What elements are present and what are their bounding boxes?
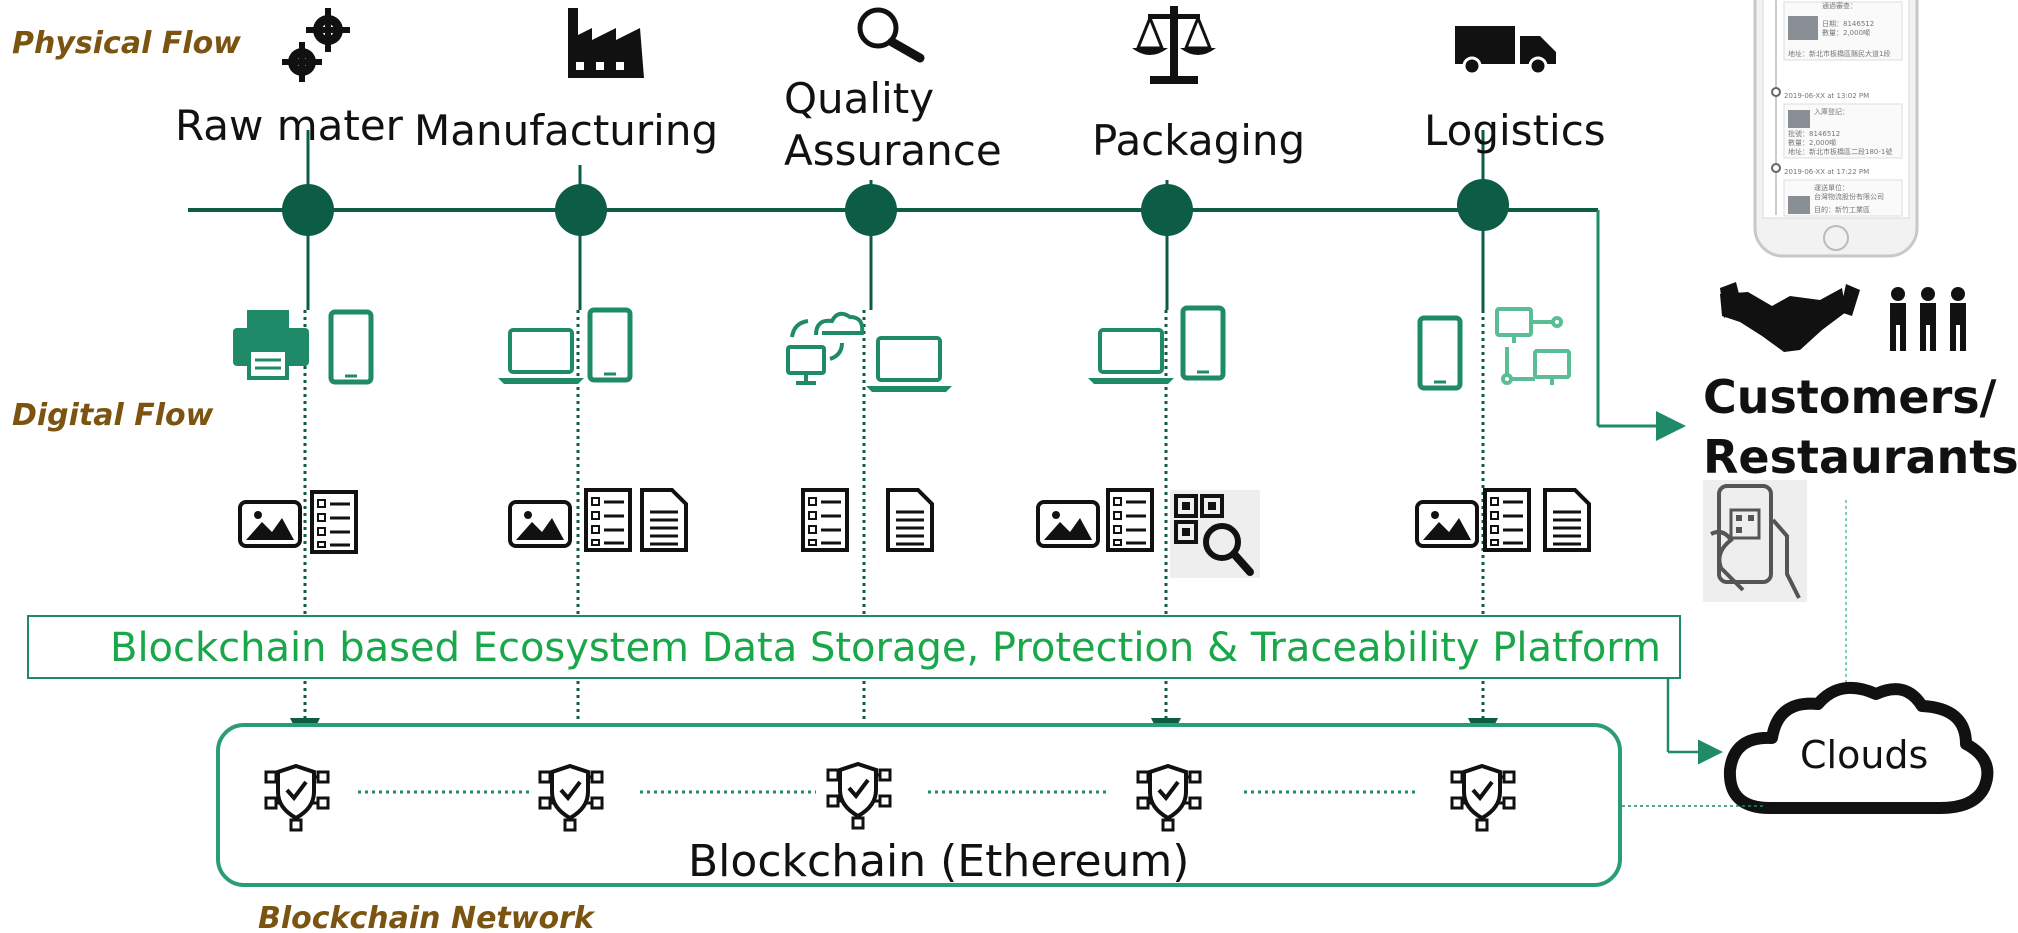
image-icon	[508, 500, 572, 548]
phone-entry-text: 地址：新北市板橋區縣民大道1段	[1788, 49, 1890, 58]
stage-node	[845, 184, 897, 236]
image-icon	[238, 500, 302, 548]
phone-entry-date: 2019-06-XX at 13:02 PM	[1784, 92, 1869, 100]
clouds-label: Clouds	[1800, 733, 1928, 777]
stage-label: Quality	[784, 74, 934, 123]
phone-entry-text: 批號：8146512	[1788, 129, 1840, 138]
scale-icon	[1132, 6, 1216, 84]
blockchain-label: Blockchain (Ethereum)	[688, 836, 1189, 887]
blockchain-network-label: Blockchain Network	[258, 901, 596, 933]
phone-entry-text: 數量：2,000噸	[1822, 28, 1870, 37]
phone-entry-text: 數量：2,000噸	[1788, 138, 1836, 147]
phone-entry-text: 日期：8146512	[1822, 20, 1874, 28]
image-icon	[1036, 500, 1100, 548]
stage-nodes	[282, 179, 1509, 236]
stage-label: Raw mater	[175, 101, 404, 150]
phone-entry-text: 台灣物流股份有限公司	[1814, 192, 1884, 201]
scan-phone-icon	[1703, 480, 1807, 602]
customers-label: Customers/	[1703, 370, 1997, 424]
phone-icon	[1420, 318, 1460, 388]
stage-label: Assurance	[784, 126, 1002, 175]
laptop-icon	[1086, 328, 1176, 386]
stage-label: Logistics	[1424, 106, 1606, 155]
document-icon	[640, 488, 688, 552]
cloud-sync-icon	[786, 311, 865, 385]
printer-icon	[233, 310, 309, 380]
checklist-icon	[310, 490, 358, 554]
qr-search-icon	[1170, 490, 1260, 578]
checklist-icon	[1106, 488, 1154, 552]
image-icon	[1415, 500, 1479, 548]
banner-to-cloud-arrow	[1666, 678, 1723, 765]
document-icon	[1543, 488, 1591, 552]
laptop-icon	[864, 336, 954, 394]
stage-node	[282, 184, 334, 236]
stage-node	[1141, 184, 1193, 236]
network-icon	[1495, 307, 1571, 385]
phone-icon	[1183, 308, 1223, 378]
truck-icon	[1455, 26, 1556, 76]
checklist-icon	[1483, 488, 1531, 552]
physical-flow-label: Physical Flow	[12, 26, 241, 61]
platform-banner	[27, 615, 1681, 679]
stage-label: Manufacturing	[414, 106, 718, 155]
platform-banner-text: Blockchain based Ecosystem Data Storage,…	[110, 625, 1661, 671]
stage-node	[555, 184, 607, 236]
digital-flow-label: Digital Flow	[12, 398, 214, 433]
cloud-icon	[1723, 682, 1994, 814]
phone-entry-text: 目的：新竹工業區	[1814, 205, 1870, 214]
customers-label: Restaurants	[1703, 430, 2018, 484]
stage-node	[1457, 179, 1509, 231]
people-icon	[1890, 287, 1966, 351]
stage-label: Packaging	[1092, 116, 1305, 165]
checklist-icon	[584, 488, 632, 552]
gears-icon	[282, 8, 350, 82]
phone-icon	[590, 310, 630, 380]
document-icon	[886, 488, 934, 552]
handshake-icon	[1720, 282, 1860, 352]
smartphone-app-mockup: 通過審查： 日期：8146512 數量：2,000噸 地址：新北市板橋區縣民大道…	[1753, 0, 1919, 258]
checklist-icon	[801, 488, 849, 552]
phone-entry-text: 運送單位：	[1814, 183, 1849, 192]
phone-entry-text: 通過審查：	[1822, 1, 1857, 10]
magnifier-icon	[857, 7, 925, 63]
laptop-icon	[496, 328, 586, 386]
phone-entry-text: 地址：新北市板橋區二段180-1號	[1788, 147, 1892, 156]
phone-entry-text: 入庫登記：	[1814, 107, 1849, 116]
factory-icon	[568, 8, 644, 78]
phone-icon	[331, 312, 371, 382]
phone-entry-date: 2019-06-XX at 17:22 PM	[1784, 168, 1869, 176]
